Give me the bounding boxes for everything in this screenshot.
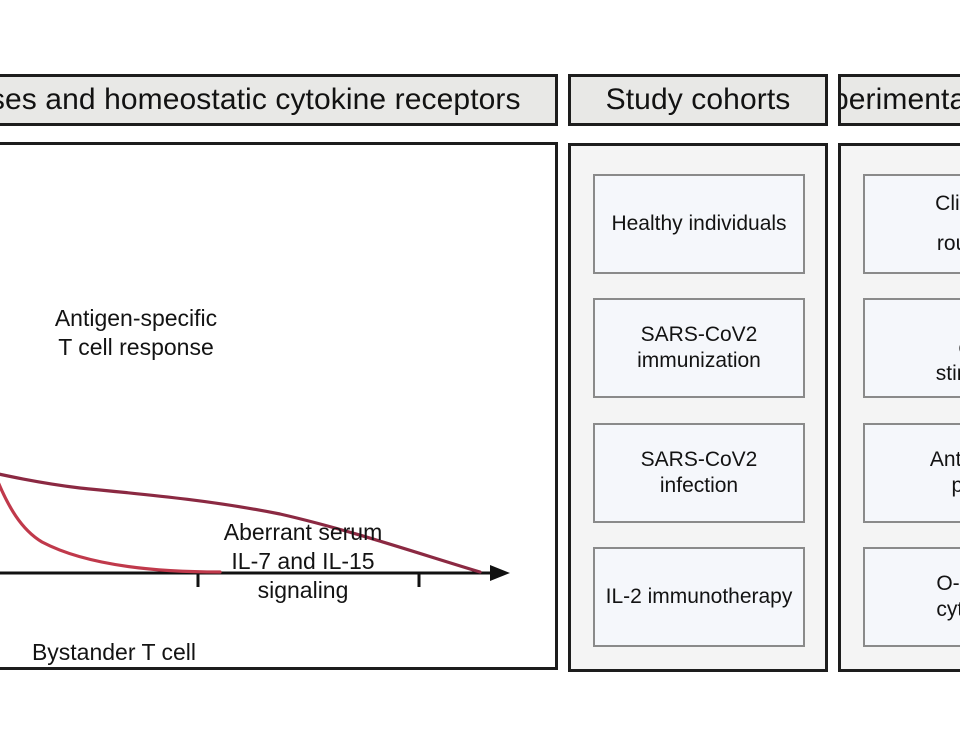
annotation-aberrant-signaling: Aberrant serum IL-7 and IL-15 signaling (223, 519, 383, 603)
approach-line-cytokine-panel: cytokin (936, 598, 960, 621)
approach-line-cytokine: cy (959, 335, 960, 361)
panel-1-header: T cell responses and homeostatic cytokin… (0, 74, 558, 126)
panel-3-header: Experimental approaches (838, 74, 960, 126)
cohort-box-sars-cov2-immunization[interactable]: SARS-CoV2 immunization (593, 298, 805, 398)
panel-3-body: Clinical routine in cy stimula Antigen- … (838, 143, 960, 672)
annotation-bystander: Bystander T cell response (31, 639, 197, 670)
curve-bystander (0, 472, 482, 574)
approach-line-olink: O-link i (936, 572, 960, 596)
annotation-antigen-specific: Antigen-specific T cell response (54, 305, 218, 360)
approach-box-clinical-routine[interactable]: Clinical routine (863, 174, 960, 274)
approach-line-phenotype: phe (951, 473, 960, 499)
cohort-box-healthy-individuals[interactable]: Healthy individuals (593, 174, 805, 274)
approach-box-antigen-phenotyping[interactable]: Antigen- phe (863, 423, 960, 523)
approach-line-2: routine (936, 232, 960, 255)
chart-svg (0, 472, 510, 587)
approach-box-in-vitro-cytokine-stimulation[interactable]: in cy stimula (863, 298, 960, 398)
cohort-box-il2-immunotherapy[interactable]: IL-2 immunotherapy (593, 547, 805, 647)
approach-line-stimulation: stimula (935, 361, 960, 385)
panel-1-body (0, 142, 558, 670)
panel-2-header: Study cohorts (568, 74, 828, 126)
cohort-box-sars-cov2-infection[interactable]: SARS-CoV2 infection (593, 423, 805, 523)
approach-line-antigen: Antigen- (929, 448, 960, 472)
approach-box-olink-cytokine[interactable]: O-link i cytokin (863, 547, 960, 647)
x-axis-arrowhead (490, 565, 510, 581)
panel-2-title: Study cohorts (605, 83, 791, 116)
curve-antigen-specific (0, 482, 222, 574)
t-cell-response-chart: Antigen-specific T cell response Aberran… (0, 142, 558, 670)
approach-line-1: Clinical (935, 192, 960, 216)
panel-3-title: Experimental approaches (841, 83, 960, 116)
panel-2-body: Healthy individuals SARS-CoV2 immunizati… (568, 143, 828, 672)
panel-1-title: T cell responses and homeostatic cytokin… (0, 83, 521, 116)
